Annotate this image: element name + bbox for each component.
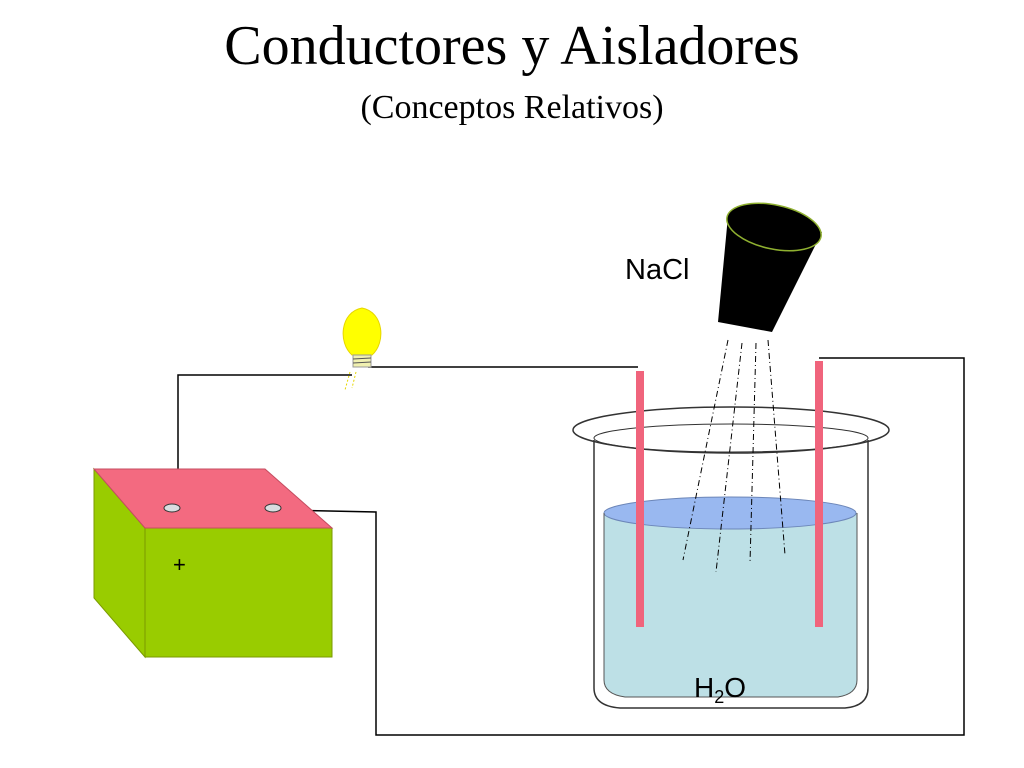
beaker-rim-outer	[572, 406, 890, 454]
page-subtitle: (Conceptos Relativos)	[360, 89, 664, 126]
electrode-left	[636, 371, 644, 627]
bulb-glass	[342, 307, 382, 356]
electrode-right	[815, 361, 823, 627]
beaker-glass	[593, 440, 869, 709]
salt-stream	[682, 339, 786, 573]
salt-shaker	[718, 202, 822, 332]
water-label-o: O	[724, 672, 746, 703]
salt-label: NaCl	[625, 254, 689, 286]
battery-terminal-positive	[163, 503, 181, 513]
battery: +	[92, 467, 334, 659]
light-bulb	[342, 307, 382, 391]
salt-shaker-opening	[726, 202, 822, 252]
battery-top-face	[92, 468, 334, 529]
water-label: H2O	[694, 672, 746, 707]
battery-terminal-negative	[264, 503, 282, 513]
page-title: Conductores y Aisladores	[224, 15, 800, 77]
bulb-base	[352, 354, 372, 368]
wire-battery-to-bulb	[177, 374, 352, 505]
beaker-inner-glass	[603, 513, 858, 698]
beaker-water	[604, 513, 857, 697]
bulb-glow-rays	[344, 371, 357, 391]
battery-plus-label: +	[173, 552, 186, 577]
water-label-h: H	[694, 672, 714, 703]
water-label-subscript: 2	[714, 687, 724, 707]
beaker-rim-inner	[593, 423, 869, 453]
wire-battery-to-electrode-right	[281, 357, 965, 736]
beaker: H2O	[572, 406, 890, 709]
battery-front-face	[144, 527, 333, 658]
